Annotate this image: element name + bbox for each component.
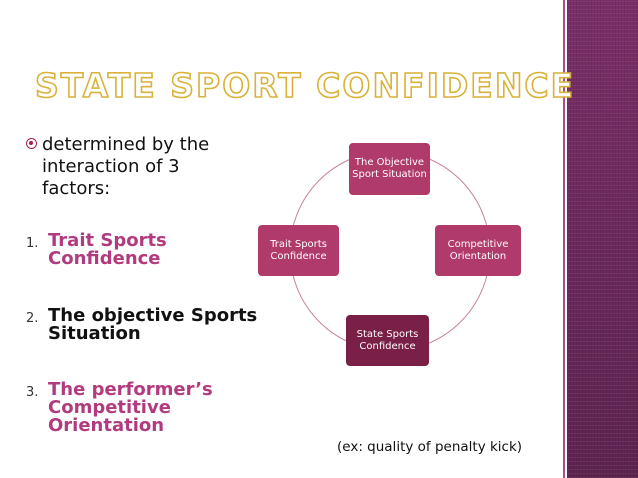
cycle-node-trait-sports-confidence: Trait Sports Confidence (258, 225, 339, 276)
cycle-node-label: The Objective Sport Situation (352, 157, 427, 180)
cycle-node-label: Trait Sports Confidence (270, 238, 327, 262)
list-item: 2. The objective Sports Situation (26, 307, 266, 343)
list-item-number: 1. (26, 236, 39, 251)
list-item: 1. Trait Sports Confidence (26, 232, 266, 268)
list-item: 3. The performer’s Competitive Orientati… (26, 381, 266, 435)
cycle-node-competitive-orientation: Competitive Orientation (435, 225, 521, 276)
example-note: (ex: quality of penalty kick) (337, 439, 523, 455)
list-item-text: The performer’s Competitive Orientation (48, 379, 213, 436)
cycle-node-label: State Sports Confidence (356, 328, 419, 352)
list-item-number: 3. (26, 385, 39, 400)
list-item-text: Trait Sports Confidence (48, 230, 167, 269)
cycle-node-objective-sport-situation: The Objective Sport Situation (349, 143, 430, 195)
cycle-node-state-sports-confidence: State Sports Confidence (346, 315, 429, 366)
side-divider-line (563, 0, 565, 478)
cycle-diagram: The Objective Sport Situation Competitiv… (250, 135, 530, 375)
intro-bullet-text: determined by the interaction of 3 facto… (42, 134, 210, 199)
cycle-node-label: Competitive Orientation (447, 238, 509, 262)
list-item-text: The objective Sports Situation (48, 305, 258, 344)
list-item-number: 2. (26, 311, 39, 326)
bullet-circle-icon (26, 138, 37, 149)
side-decorative-band (567, 0, 638, 478)
slide-title: STATE SPORT CONFIDENCE (34, 65, 576, 106)
intro-bullet: determined by the interaction of 3 facto… (26, 134, 226, 200)
